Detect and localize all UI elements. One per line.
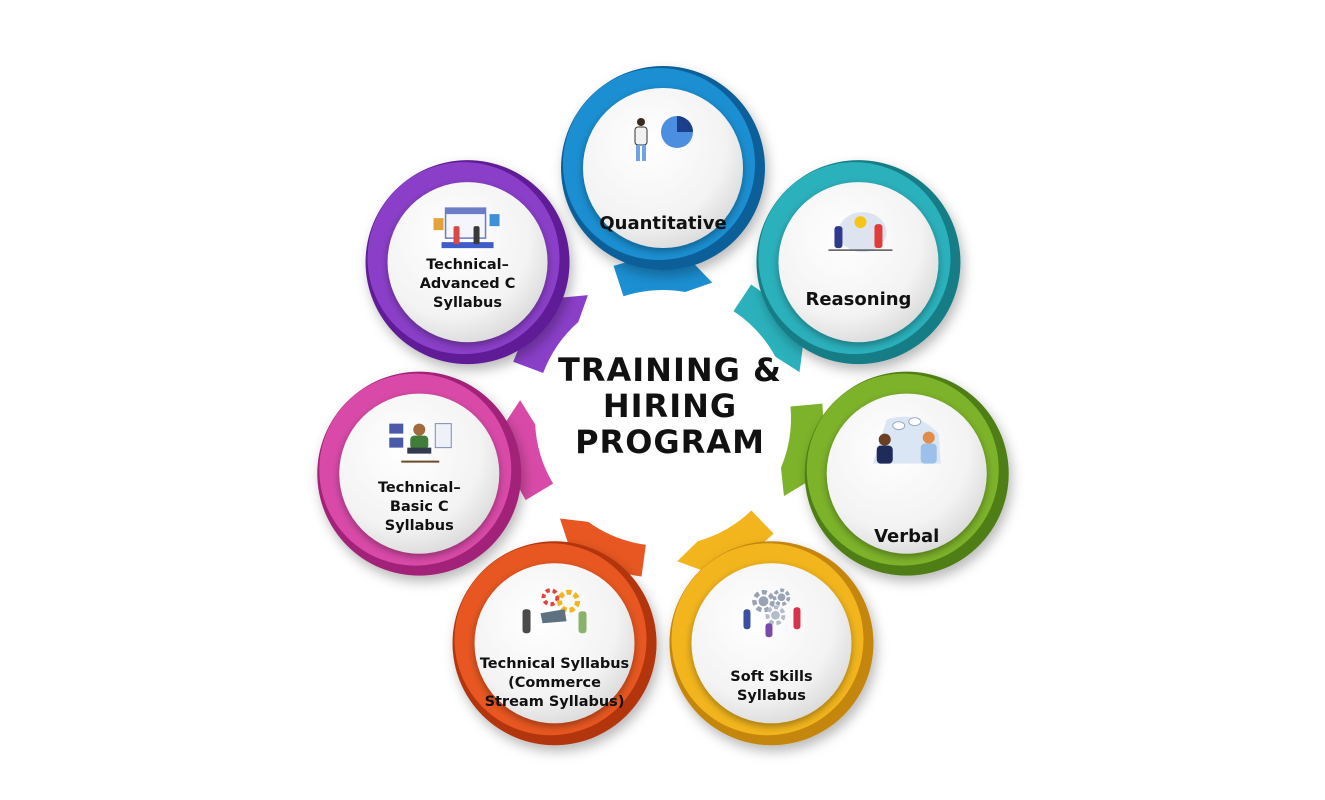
node-disc-technical-basic-c — [339, 393, 500, 554]
node-label-line: Reasoning — [805, 289, 912, 311]
node-quantitative — [561, 66, 765, 270]
node-label-line: (Commerce — [508, 674, 601, 691]
connector-arcs — [503, 258, 823, 577]
node-label-line: Advanced C — [419, 275, 516, 292]
connector-arc-soft-skills — [677, 510, 774, 573]
node-label-line: Basic C — [389, 499, 449, 516]
node-label-line: Syllabus — [384, 518, 454, 535]
gear-mechanics-icon — [522, 588, 587, 634]
teamwork-gears-icon — [743, 588, 801, 638]
connector-arc-technical-commerce — [559, 518, 646, 577]
pie-chart-presenter-icon — [634, 116, 693, 161]
node-disc-technical-advanced-c — [387, 182, 548, 343]
node-label-line: Stream Syllabus) — [484, 693, 625, 710]
nodes-layer — [317, 66, 1009, 746]
node-verbal — [804, 371, 1009, 576]
node-label-line: Soft Skills — [730, 669, 813, 686]
node-disc-verbal — [826, 393, 987, 554]
connector-arc-reasoning — [733, 284, 804, 373]
center-title-line: TRAINING & — [558, 351, 782, 389]
connector-arc-technical-advanced-c — [513, 295, 588, 374]
node-label-line: Syllabus — [433, 294, 502, 311]
center-title-line: PROGRAM — [575, 423, 765, 461]
node-label-line: Technical Syllabus — [479, 655, 630, 672]
idea-head-icon — [828, 212, 893, 253]
node-label-quantitative: Quantitative — [583, 213, 743, 235]
node-label-technical-advanced-c: Technical– Advanced C Syllabus — [393, 256, 543, 313]
conversation-icon — [872, 416, 941, 464]
node-label-line: Quantitative — [599, 213, 727, 234]
center-title: TRAINING & HIRING PROGRAM — [520, 352, 820, 460]
node-disc-reasoning — [778, 182, 939, 343]
node-technical-commerce — [452, 541, 657, 746]
node-label-technical-basic-c: Technical– Basic C Syllabus — [344, 479, 494, 536]
coder-laptop-icon — [389, 423, 452, 463]
node-label-reasoning: Reasoning — [778, 289, 938, 311]
node-technical-advanced-c — [365, 160, 570, 365]
node-label-line: Syllabus — [736, 688, 806, 705]
node-reasoning — [756, 160, 961, 365]
code-window-icon — [433, 207, 500, 249]
node-disc-soft-skills — [691, 563, 852, 724]
node-label-line: Technical– — [377, 480, 461, 497]
node-soft-skills — [669, 541, 874, 746]
node-label-verbal: Verbal — [827, 526, 987, 548]
center-title-line: HIRING — [602, 387, 738, 425]
connector-arc-quantitative — [613, 258, 713, 297]
node-label-line: Verbal — [874, 525, 940, 547]
node-technical-basic-c — [317, 371, 522, 576]
node-disc-technical-commerce — [474, 563, 635, 724]
node-disc-quantitative — [583, 88, 743, 248]
node-label-line: Technical– — [426, 256, 509, 273]
